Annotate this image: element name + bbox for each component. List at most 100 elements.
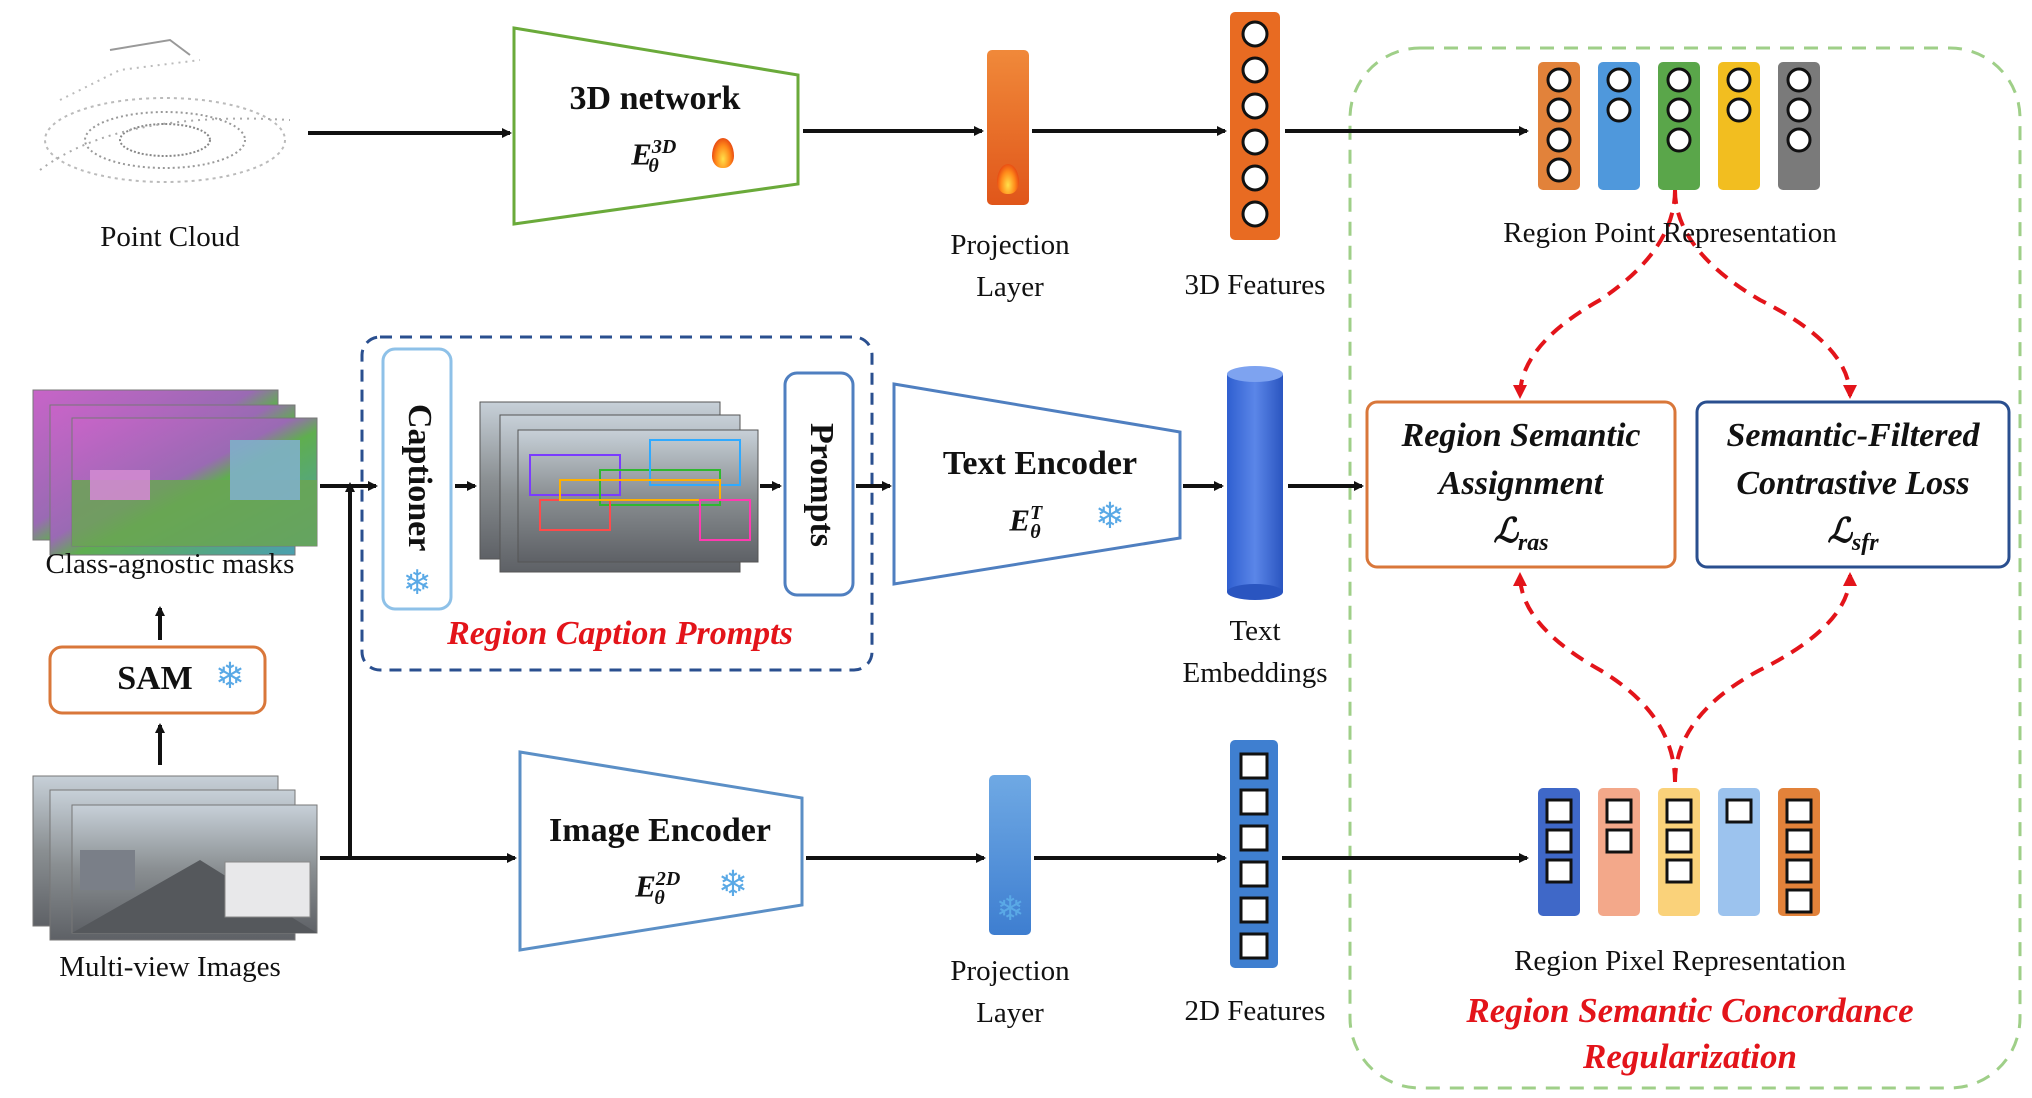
ras-loss-symbol: ℒ — [1493, 513, 1518, 550]
fire-icon — [712, 138, 734, 168]
image-encoder-sup: 2D — [655, 868, 681, 890]
region-point-dot — [1546, 97, 1572, 123]
region-point-dot — [1546, 127, 1572, 153]
point-cloud-image — [39, 38, 291, 183]
region-point-column — [1718, 62, 1760, 190]
sam-label: SAM — [117, 660, 193, 697]
region-point-column — [1778, 62, 1820, 190]
captioner-label: Captioner — [401, 404, 438, 552]
feature-3d-dot — [1241, 200, 1269, 228]
feature-2d-square — [1239, 860, 1269, 888]
text-encoder-sub: θ — [1030, 520, 1041, 543]
feature-3d-dot — [1241, 92, 1269, 120]
projection-layer-bottom — [989, 775, 1031, 935]
feature-2d-square — [1239, 752, 1269, 780]
mask-thumbnails — [32, 389, 318, 556]
projection-layer-top-label: Projection Layer — [920, 224, 1100, 308]
sam-box — [48, 645, 267, 715]
text-encoder-sup: T — [1030, 502, 1043, 524]
region-pixel-square — [1605, 828, 1633, 854]
feature-3d-dot — [1241, 164, 1269, 192]
multiview-thumbnails — [32, 775, 318, 941]
snowflake-icon: ❄ — [402, 563, 432, 603]
multi-view-images-label: Multi-view Images — [59, 951, 281, 983]
sfr-loss-sub: sfr — [1851, 529, 1879, 556]
feature-3d-dot — [1241, 20, 1269, 48]
network-3d-sup: 3D — [651, 136, 677, 158]
text-embeddings-line2: Embeddings — [1182, 657, 1328, 689]
feature-3d-dot — [1241, 128, 1269, 156]
feature-2d-square — [1239, 896, 1269, 924]
region-point-dot — [1606, 97, 1632, 123]
sfr-text: Semantic-Filtered Contrastive Loss ℒsfr — [1697, 412, 2009, 567]
region-pixel-square — [1545, 858, 1573, 884]
image-encoder-sub: θ — [654, 886, 665, 909]
features-3d-label: 3D Features — [1184, 269, 1326, 301]
region-caption-prompts-label: Region Caption Prompts — [447, 615, 793, 652]
ras-box — [1365, 400, 1677, 569]
region-pixel-square — [1725, 798, 1753, 824]
ras-line2: Assignment — [1438, 465, 1604, 502]
text-encoder-e: E — [1009, 502, 1031, 538]
prompts-box — [783, 371, 855, 597]
projection-line1: Projection — [950, 229, 1070, 261]
region-pixel-square — [1785, 798, 1813, 824]
region-point-dot — [1666, 67, 1692, 93]
region-pixel-square — [1665, 858, 1693, 884]
sfr-box — [1695, 400, 2011, 569]
captioner-box — [381, 347, 453, 611]
region-pixel-square — [1785, 888, 1813, 914]
network-3d-box — [512, 26, 800, 226]
region-point-column — [1598, 62, 1640, 190]
region-pixel-square — [1665, 798, 1693, 824]
rscr-line1: Region Semantic Concordance — [1466, 991, 1914, 1030]
text-embeddings-label: Text Embeddings — [1150, 610, 1360, 694]
image-encoder-symbol: E2Dθ — [595, 858, 705, 919]
projection-layer-bottom-label: Projection Layer — [920, 950, 1100, 1034]
region-pixel-square — [1545, 798, 1573, 824]
region-point-dot — [1726, 67, 1752, 93]
region-pixel-square — [1785, 828, 1813, 854]
region-point-column — [1658, 62, 1700, 190]
sfr-line2: Contrastive Loss — [1736, 465, 1970, 502]
region-pixel-square — [1545, 828, 1573, 854]
ras-line1: Region Semantic — [1401, 417, 1641, 454]
network-3d-sub: θ — [648, 154, 659, 177]
prompts-label: Prompts — [803, 422, 840, 548]
snowflake-icon: ❄ — [214, 656, 246, 697]
projection-layer-top — [987, 50, 1029, 205]
projection2-line1: Projection — [950, 955, 1070, 987]
red-arrow-rp-to-ras — [1513, 189, 1677, 399]
region-caption-prompts-box — [360, 335, 874, 672]
point-cloud-label: Point Cloud — [100, 221, 240, 253]
region-pixel-square — [1665, 828, 1693, 854]
red-arrow-rp-to-sfr — [1673, 189, 1857, 399]
rscr-region-border — [1348, 46, 2022, 1090]
sfr-loss-symbol: ℒ — [1827, 513, 1852, 550]
ras-loss: ℒras — [1367, 508, 1675, 567]
image-encoder-box — [518, 750, 804, 952]
feature-3d-dot — [1241, 56, 1269, 84]
region-pixel-repr-label: Region Pixel Representation — [1514, 945, 1846, 977]
feature-2d-square — [1239, 932, 1269, 960]
network-3d-e: E — [631, 136, 652, 172]
feature-2d-square — [1239, 824, 1269, 852]
text-encoder-symbol: ETθ — [985, 492, 1065, 553]
region-point-dot — [1546, 157, 1572, 183]
text-embeddings-line1: Text — [1229, 615, 1281, 647]
text-encoder-box — [892, 382, 1182, 586]
text-embeddings-cylinder — [1227, 366, 1283, 600]
region-point-dot — [1726, 97, 1752, 123]
region-point-dot — [1786, 97, 1812, 123]
snowflake-icon: ❄ — [717, 864, 749, 905]
ras-text: Region Semantic Assignment ℒras — [1367, 412, 1675, 567]
sfr-line1: Semantic-Filtered — [1726, 417, 1980, 454]
region-point-dot — [1606, 67, 1632, 93]
network-3d-symbol: E3Dθ — [590, 126, 700, 187]
region-pixel-square — [1605, 798, 1633, 824]
projection-line2: Layer — [976, 271, 1044, 303]
sfr-loss: ℒsfr — [1697, 508, 2009, 567]
region-point-repr-label: Region Point Representation — [1503, 217, 1837, 249]
image-encoder-e: E — [635, 868, 656, 904]
